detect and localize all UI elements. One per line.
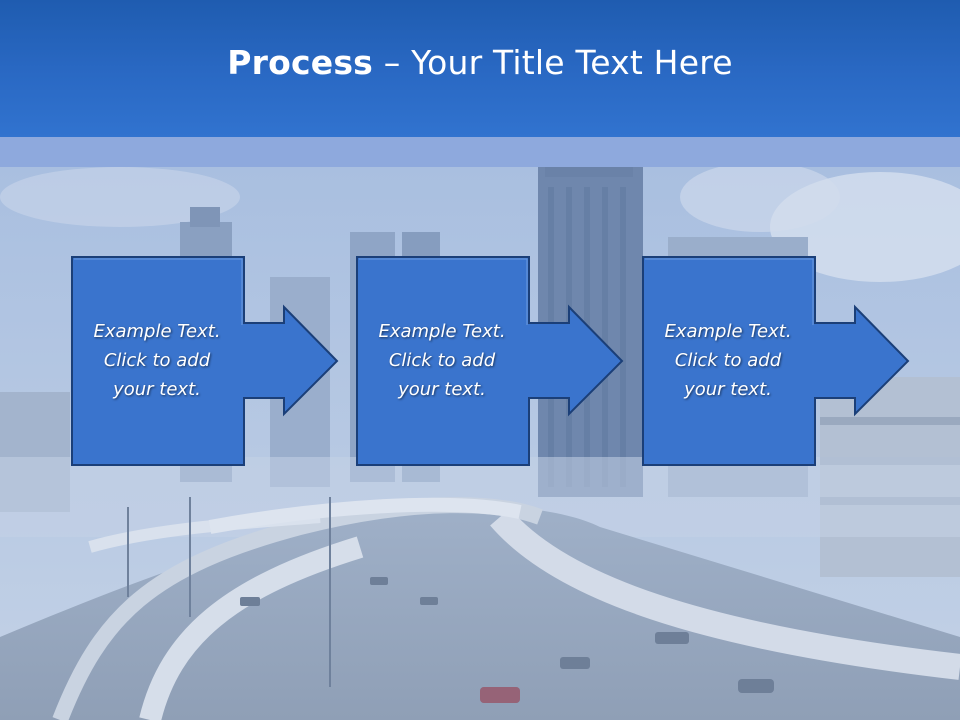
- slide-title[interactable]: Process – Your Title Text Here: [227, 43, 733, 82]
- slide-title-bold: Process: [227, 43, 374, 82]
- process-step-text[interactable]: Example Text. Click to add your text.: [642, 255, 814, 465]
- process-arrow-shape: [642, 256, 910, 466]
- title-bar: Process – Your Title Text Here: [0, 0, 960, 137]
- process-step-text[interactable]: Example Text. Click to add your text.: [71, 255, 243, 465]
- step-text-line: your text.: [684, 378, 772, 400]
- step-text-line: Example Text.: [378, 320, 506, 342]
- step-text-line: Example Text.: [93, 320, 221, 342]
- step-text-line: Click to add: [103, 349, 211, 371]
- slide-title-rest: – Your Title Text Here: [373, 43, 733, 82]
- process-arrow-shape: [356, 256, 624, 466]
- process-step-1[interactable]: Example Text. Click to add your text.: [71, 255, 371, 470]
- process-arrow-shape: [71, 256, 339, 466]
- step-text-line: Example Text.: [664, 320, 792, 342]
- step-text-line: your text.: [113, 378, 201, 400]
- step-text-line: your text.: [398, 378, 486, 400]
- header-accent-band: [0, 137, 960, 167]
- step-text-line: Click to add: [388, 349, 496, 371]
- process-step-3[interactable]: Example Text. Click to add your text.: [642, 255, 942, 470]
- process-step-2[interactable]: Example Text. Click to add your text.: [356, 255, 656, 470]
- step-text-line: Click to add: [674, 349, 782, 371]
- process-step-text[interactable]: Example Text. Click to add your text.: [356, 255, 528, 465]
